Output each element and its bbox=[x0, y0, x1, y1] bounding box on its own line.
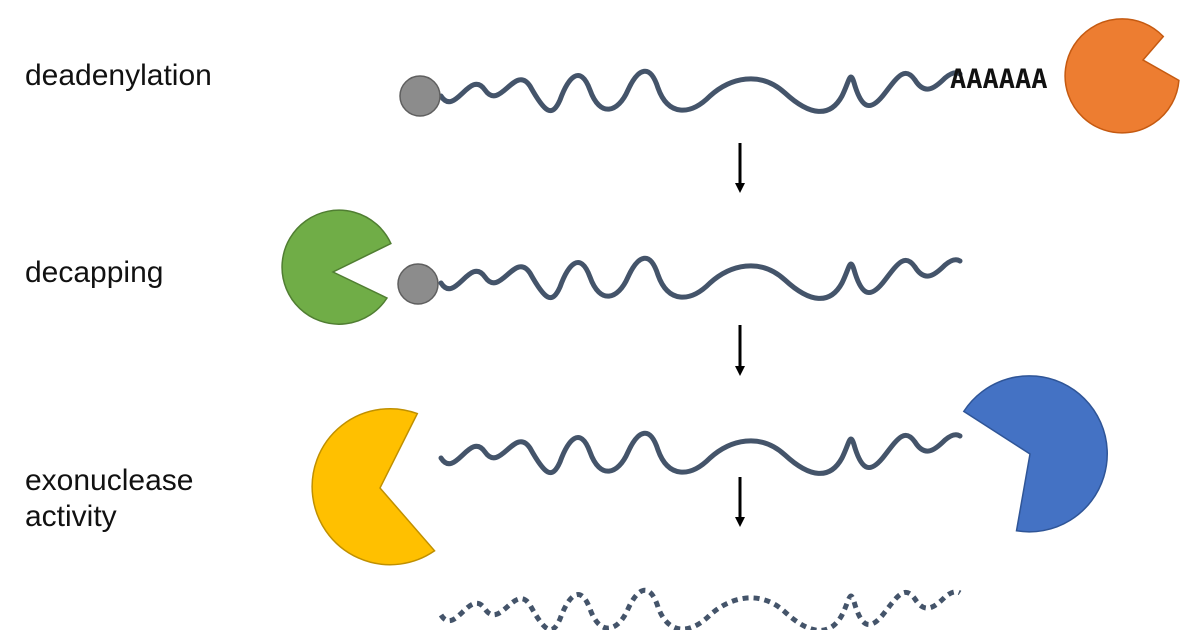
poly-a-tail: AAAAAA bbox=[950, 64, 1048, 95]
five-to-three-exonuclease bbox=[311, 407, 436, 566]
row-deadenylation: AAAAAA bbox=[399, 18, 1180, 134]
step-label-exonuclease-activity: exonuclease activity bbox=[25, 463, 193, 535]
row-decapping bbox=[281, 209, 963, 325]
rna-wave bbox=[438, 430, 963, 476]
step-label-exonuclease-line1: exonuclease bbox=[25, 464, 194, 497]
decapping-enzyme bbox=[281, 209, 392, 325]
five-prime-cap bbox=[397, 263, 439, 305]
row-degraded-fragments bbox=[438, 587, 962, 630]
step-label-decapping: decapping bbox=[25, 256, 164, 289]
three-to-five-exonuclease bbox=[962, 375, 1108, 533]
row-exonuclease bbox=[311, 375, 1108, 566]
rna-wave bbox=[438, 255, 963, 301]
mrna-strand bbox=[438, 68, 963, 114]
step-label-exonuclease-line2: activity bbox=[25, 500, 117, 533]
step-label-deadenylation: deadenylation bbox=[25, 59, 212, 92]
degraded-rna bbox=[438, 587, 962, 630]
five-prime-cap bbox=[399, 75, 441, 117]
mrna-strand bbox=[438, 430, 963, 476]
deadenylase-enzyme bbox=[1064, 18, 1180, 134]
mrna-strand bbox=[438, 255, 963, 301]
rna-wave bbox=[438, 68, 963, 114]
rna-wave-dashed bbox=[438, 587, 962, 630]
